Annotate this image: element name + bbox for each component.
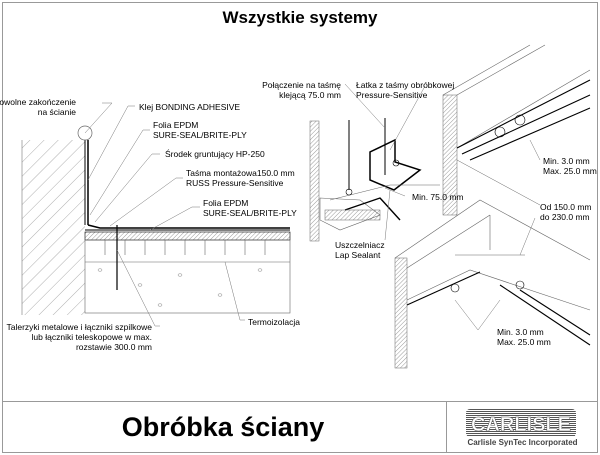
drawing-caption: Obróbka ściany <box>121 412 325 442</box>
drawing-title: Wszystkie systemy <box>222 8 378 27</box>
label-tape-joint: Połączenie na taśmę klejącą 75.0 mm <box>262 80 341 100</box>
label-min-75: Min. 75.0 mm <box>412 192 464 202</box>
right-bottom-detail <box>394 199 591 369</box>
footer-vertical-divider <box>446 401 447 453</box>
technical-drawing <box>21 44 591 369</box>
left-wall-section <box>21 102 291 327</box>
label-epdm-top: Folia EPDM SURE-SEAL/BRITE-PLY <box>153 120 247 140</box>
label-fasteners: Talerzyki metalowe i łączniki szpilkowe … <box>6 322 153 352</box>
right-top-detail <box>442 44 591 216</box>
label-epdm-bottom: Folia EPDM SURE-SEAL/BRITE-PLY <box>203 198 297 218</box>
middle-corner-detail <box>309 83 440 242</box>
label-gap-bottom: Min. 3.0 mm Max. 25.0 mm <box>497 327 551 347</box>
label-gap-top: Min. 3.0 mm Max. 25.0 mm <box>543 156 597 176</box>
svg-text:CARLISLE: CARLISLE <box>471 414 571 436</box>
company-name: Carlisle SynTec Incorporated <box>467 438 578 447</box>
carlisle-logo: CARLISLE <box>466 409 576 437</box>
label-adhesive: Klej BONDING ADHESIVE <box>139 102 241 112</box>
footer-divider <box>2 401 598 402</box>
label-range: Od 150.0 mm do 230.0 mm <box>540 202 592 222</box>
label-sealant: Uszczelniacz Lap Sealant <box>335 240 385 260</box>
label-insulation: Termoizolacja <box>248 317 300 327</box>
label-primer: Środek gruntujący HP-250 <box>165 149 265 159</box>
label-tape: Taśma montażowa150.0 mm RUSS Pressure-Se… <box>186 168 295 188</box>
label-termination: Dowolne zakończenie na ścianie <box>0 97 76 117</box>
label-patch: Łatka z taśmy obróbkowej Pressure-Sensit… <box>356 80 455 100</box>
